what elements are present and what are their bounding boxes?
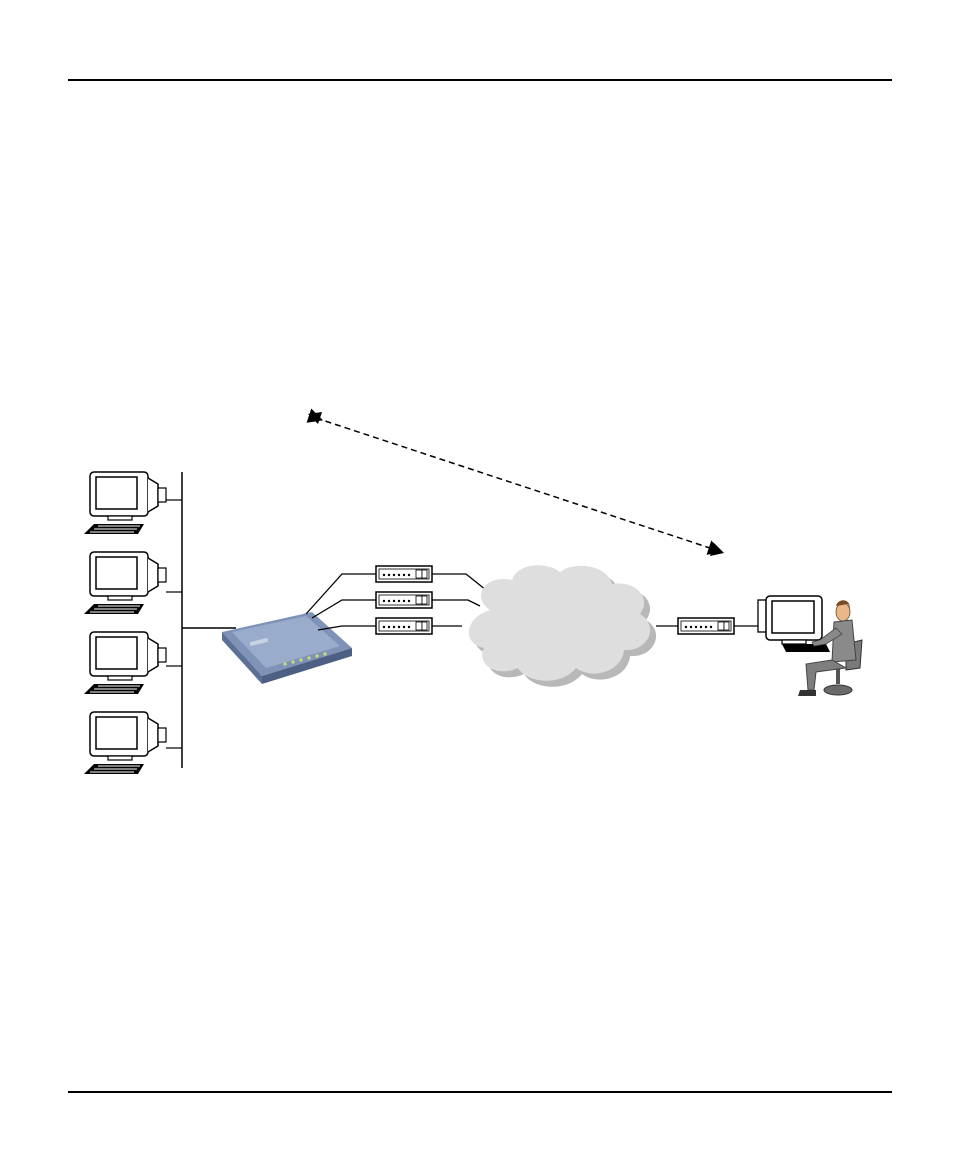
- person-at-computer-icon: [758, 596, 862, 696]
- wan-modem-2: [376, 592, 432, 608]
- lan-computer-4: [84, 712, 182, 774]
- wan-modem-3: [376, 618, 432, 634]
- remote-modem: [678, 618, 734, 634]
- cloud-icon: [469, 565, 656, 686]
- lan-computer-2: [84, 552, 182, 614]
- router-icon: [222, 612, 352, 684]
- lan-computer-3: [84, 632, 182, 694]
- lan-computer-1: [84, 472, 182, 534]
- connection-arrow: [316, 418, 716, 550]
- arrowhead-start-icon: [308, 412, 322, 424]
- wan-modem-1: [376, 566, 432, 582]
- arrowhead-end-icon: [710, 543, 724, 556]
